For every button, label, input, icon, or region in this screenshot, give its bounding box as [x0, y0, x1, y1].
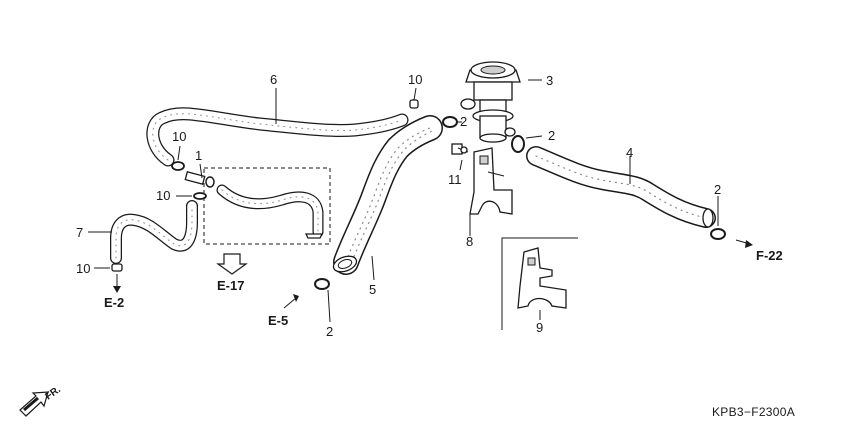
callout-2-hose4-right: 2: [714, 182, 721, 197]
clamp-2-bottom[interactable]: [314, 278, 330, 290]
ref-e2: E-2: [104, 295, 124, 310]
arrow-e17: [216, 253, 248, 275]
ref-e17: E-17: [217, 278, 244, 293]
drawing-code: KPB3−F2300A: [712, 405, 795, 419]
hose-6[interactable]: [146, 107, 409, 167]
callout-6: 6: [270, 72, 277, 87]
callout-10-left-c: 10: [76, 261, 90, 276]
callout-5: 5: [369, 282, 376, 297]
callout-10-left-a: 10: [172, 129, 186, 144]
bracket-8[interactable]: [469, 147, 513, 215]
bracket-9-panel: [501, 237, 578, 330]
clip-11[interactable]: [451, 143, 469, 155]
clamp-2-hose4-right[interactable]: [710, 228, 726, 240]
clamp-2-hose4-left[interactable]: [511, 135, 525, 153]
hose-7[interactable]: [110, 200, 198, 264]
hose-5[interactable]: [331, 115, 443, 275]
callout-2-valve: 2: [460, 114, 467, 129]
joint-1[interactable]: [184, 171, 215, 188]
arrow-e2: [113, 274, 121, 293]
clip-10-left-a[interactable]: [171, 161, 185, 171]
arrow-e5: [283, 294, 299, 309]
reference-labels: E-2 E-17 E-5 F-22: [104, 248, 783, 328]
arrow-f22: [735, 239, 753, 248]
callout-4: 4: [626, 145, 633, 160]
callouts: 6 10 3 2 2 4 2 1 10 10 7 10 11 8 5 2 9: [76, 72, 721, 339]
clip-10-left-b[interactable]: [193, 192, 207, 200]
clip-10-left-c[interactable]: [111, 263, 123, 272]
leader-lines: [88, 79, 719, 323]
callout-2-hose4-left: 2: [548, 128, 555, 143]
clamp-2-valve[interactable]: [442, 116, 458, 128]
hose-4[interactable]: [526, 146, 716, 228]
callout-3: 3: [546, 73, 553, 88]
bracket-9[interactable]: [517, 247, 567, 309]
callout-10-top: 10: [408, 72, 422, 87]
front-arrow-icon: [19, 391, 49, 417]
callout-8: 8: [466, 234, 473, 249]
callout-10-left-b: 10: [156, 188, 170, 203]
callout-9: 9: [536, 320, 543, 335]
callout-1: 1: [195, 148, 202, 163]
valve-assembly-3[interactable]: [460, 61, 521, 143]
ref-e5: E-5: [268, 313, 288, 328]
clip-10-top[interactable]: [409, 99, 419, 109]
inset-e17: [203, 167, 331, 245]
ref-f22: F-22: [756, 248, 783, 263]
callout-7: 7: [76, 225, 83, 240]
callout-11: 11: [448, 172, 462, 187]
callout-2-bottom: 2: [326, 324, 333, 339]
